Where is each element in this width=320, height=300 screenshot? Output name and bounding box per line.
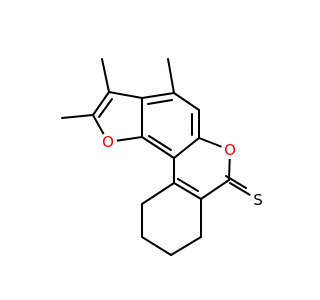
bond-methyl-top-right <box>167 58 175 94</box>
furan-oxygen-atom: O <box>99 133 117 151</box>
pyran-oxygen-atom: O <box>221 141 239 159</box>
pyran-oxygen-label: O <box>224 141 236 159</box>
bond-benzene-c3a-c4-inner <box>147 99 173 105</box>
bond-pyran-c-c-upper <box>173 182 202 200</box>
atom-label-group: O O S <box>99 133 267 209</box>
bond-benzene-c6a-c7a-inner <box>148 135 172 151</box>
thione-sulfur-atom: S <box>249 191 267 209</box>
molecule-structure-drawing: O O S <box>61 58 267 256</box>
bond-benzene-c6a-c7a <box>141 136 175 159</box>
bond-hex-lower-right <box>170 236 202 256</box>
bond-thione-inner <box>225 175 247 189</box>
bond-methyl-top-left <box>101 58 110 93</box>
bond-group <box>61 58 251 256</box>
bond-pyran-c-c <box>200 179 230 200</box>
bond-hex-upper-left <box>141 182 175 205</box>
bond-pyran-c-c-upper-inner <box>177 178 199 192</box>
bond-furan-c3-c2-inner <box>98 98 113 118</box>
molecule-canvas: O O S <box>61 58 267 256</box>
bond-benzene-c4-c5 <box>173 92 200 111</box>
bond-furan-c3-c2 <box>92 91 110 116</box>
bond-benzene-c6-c6a <box>173 137 200 159</box>
bond-furan-c3-c3a <box>108 91 143 99</box>
bond-hex-lower-left <box>141 236 172 256</box>
bond-benzene-c3a-c4 <box>141 92 175 99</box>
thione-sulfur-label: S <box>253 191 263 209</box>
furan-oxygen-label: O <box>102 133 114 151</box>
bond-methyl-left <box>61 114 94 119</box>
bond-thione-outer <box>229 182 251 196</box>
